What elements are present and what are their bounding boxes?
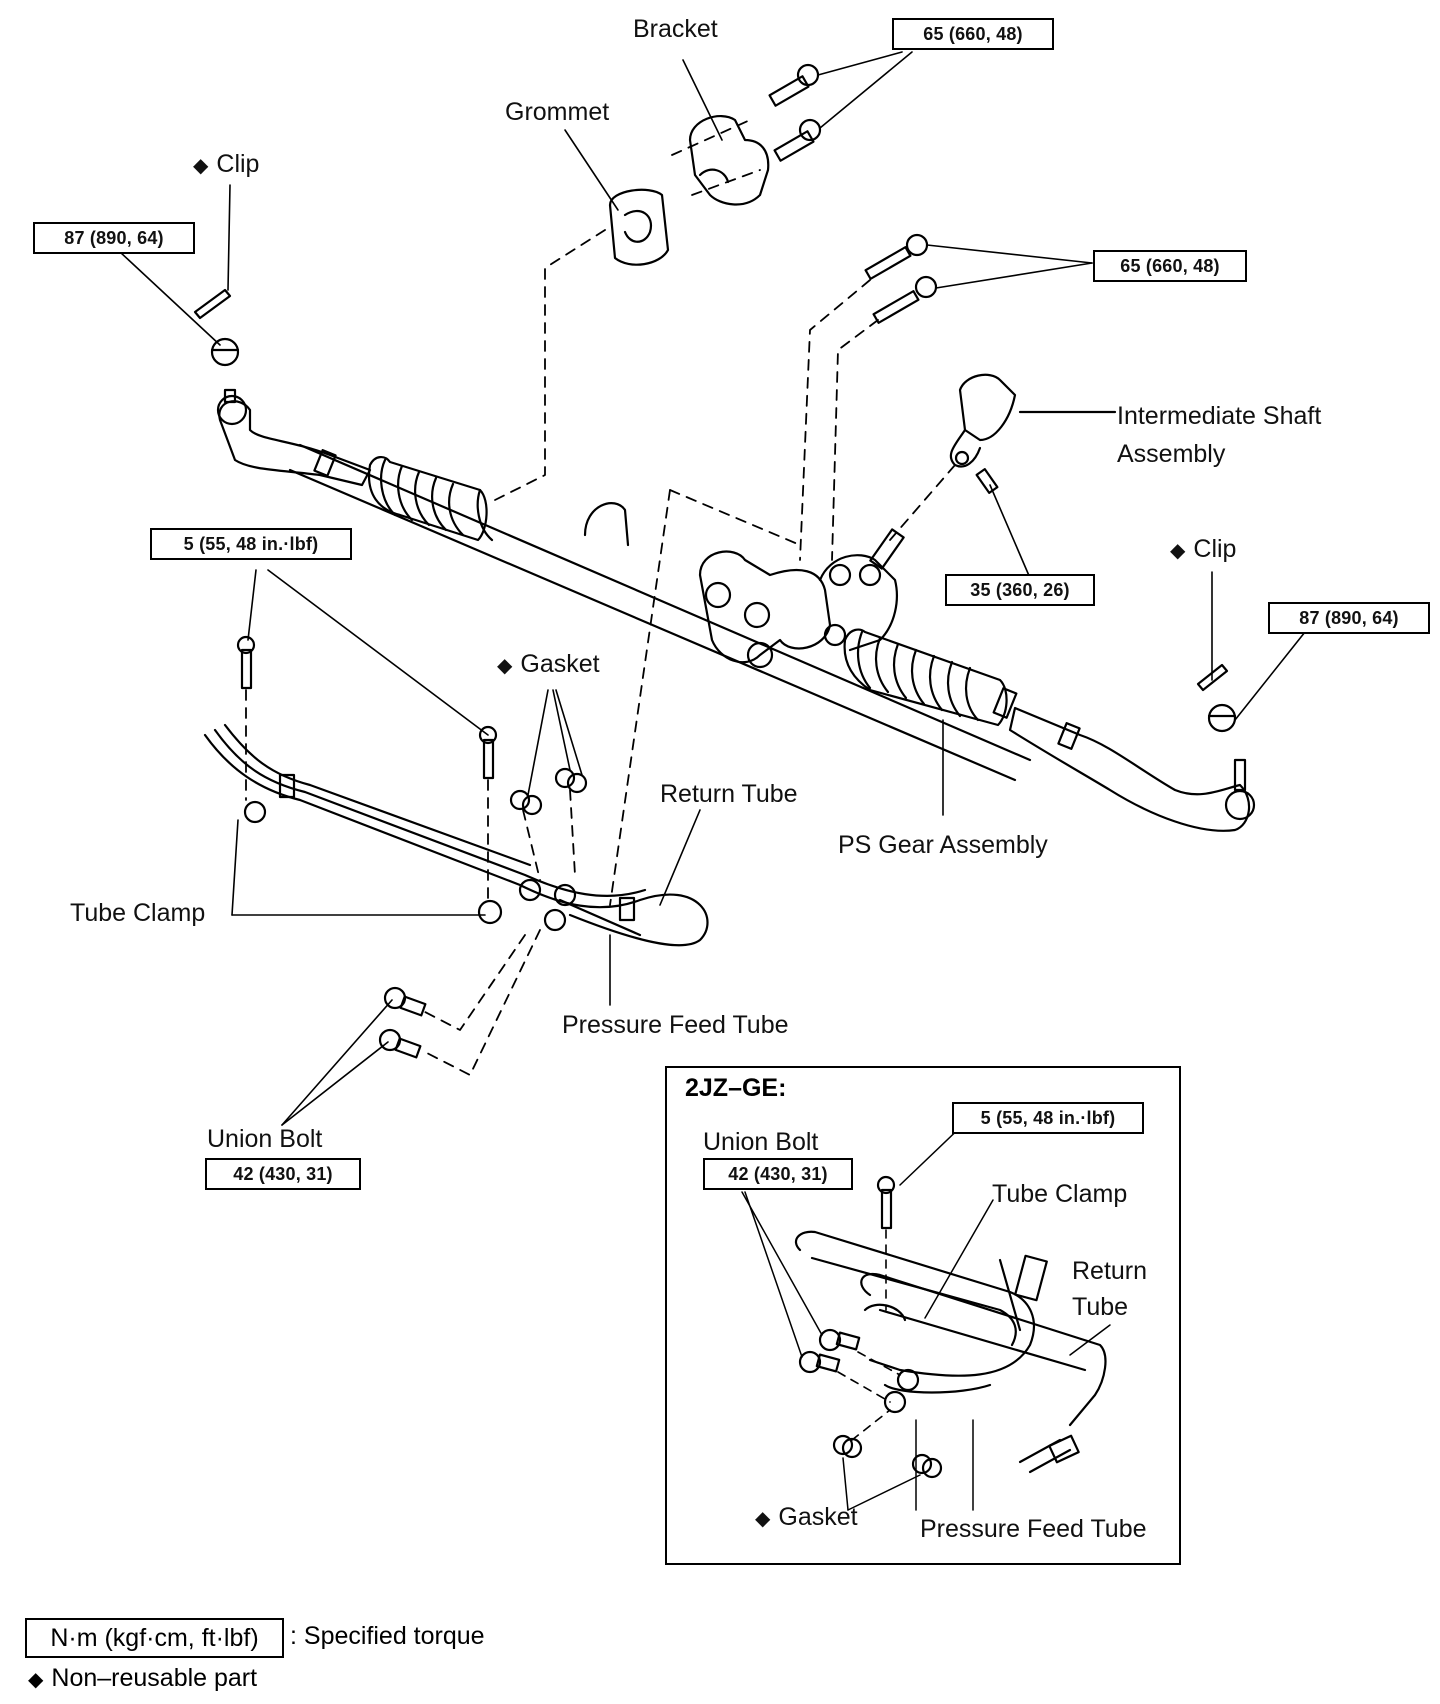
tie-rod-end-left <box>216 388 372 487</box>
gaskets <box>509 767 588 816</box>
intermediate-shaft <box>949 373 1117 468</box>
shaft-bolt <box>975 468 999 494</box>
inset-label-tube-clamp: Tube Clamp <box>992 1180 1128 1208</box>
label-union-bolt: Union Bolt <box>207 1125 323 1153</box>
torque-tie-rod-nut-right: 87 (890, 64) <box>1268 602 1430 634</box>
tie-rod-end-right <box>1008 706 1256 832</box>
label-intermediate-shaft: Intermediate Shaft Assembly <box>1117 402 1322 468</box>
union-bolts <box>378 986 427 1059</box>
non-reusable-diamond-icon: ◆ <box>193 155 209 177</box>
grommet-part <box>608 188 670 266</box>
non-reusable-diamond-icon: ◆ <box>755 1508 771 1530</box>
legend-non-reusable: ◆Non–reusable part <box>28 1664 258 1692</box>
clip-right-part <box>1196 663 1229 692</box>
legend-unit-description: : Specified torque <box>290 1622 485 1650</box>
torque-tie-rod-nut-left: 87 (890, 64) <box>33 222 195 254</box>
inset-2jz-ge-panel <box>665 1066 1181 1565</box>
torque-intermediate-shaft-bolt: 35 (360, 26) <box>945 574 1095 606</box>
label-clip-left: ◆Clip <box>193 150 260 178</box>
assembly-lines <box>245 119 956 1076</box>
gear-mount-bolts <box>864 233 938 324</box>
torque-tube-clamp-bolt: 5 (55, 48 in.·lbf) <box>150 528 352 560</box>
label-tube-clamp: Tube Clamp <box>70 899 206 927</box>
inset-label-gasket: ◆Gasket <box>755 1503 858 1531</box>
label-gasket: ◆Gasket <box>497 650 600 678</box>
label-grommet: Grommet <box>505 98 610 126</box>
inset-label-union-bolt: Union Bolt <box>703 1128 819 1156</box>
inset-torque-tube-clamp-bolt: 5 (55, 48 in.·lbf) <box>952 1102 1144 1134</box>
label-bracket: Bracket <box>633 15 718 43</box>
clamp-bolt-left <box>240 648 253 690</box>
label-pressure-feed-tube: Pressure Feed Tube <box>562 1011 789 1039</box>
rack-bracket-tab <box>583 502 630 547</box>
non-reusable-diamond-icon: ◆ <box>1170 540 1186 562</box>
inset-title: 2JZ–GE: <box>685 1074 787 1102</box>
torque-bracket-bolts: 65 (660, 48) <box>892 18 1054 50</box>
boot-right <box>843 628 1018 727</box>
label-return-tube: Return Tube <box>660 780 798 808</box>
legend-unit-box: N·m (kgf·cm, ft·lbf) <box>25 1618 284 1658</box>
torque-gear-mount-bolts: 65 (660, 48) <box>1093 250 1247 282</box>
leader-lines <box>119 51 1306 1126</box>
boot-left <box>367 456 494 542</box>
nut-right <box>1207 703 1237 733</box>
bracket-part <box>688 63 822 206</box>
rack-housing <box>288 443 1032 782</box>
inset-label-return-tube: Return Tube <box>1072 1257 1148 1321</box>
inset-drawing <box>794 1175 1107 1479</box>
non-reusable-diamond-icon: ◆ <box>28 1669 44 1691</box>
torque-union-bolt: 42 (430, 31) <box>205 1158 361 1190</box>
inset-label-pressure-feed-tube: Pressure Feed Tube <box>920 1515 1147 1543</box>
inset-torque-union-bolt: 42 (430, 31) <box>703 1158 853 1190</box>
label-clip-right: ◆Clip <box>1170 535 1237 563</box>
tube-assembly <box>203 723 709 947</box>
nut-left <box>210 337 240 367</box>
non-reusable-diamond-icon: ◆ <box>497 655 513 677</box>
valve-body <box>698 528 905 669</box>
clip-left-part <box>193 288 232 320</box>
clamp-bolt-center <box>482 738 495 780</box>
label-ps-gear-assembly: PS Gear Assembly <box>838 831 1048 859</box>
